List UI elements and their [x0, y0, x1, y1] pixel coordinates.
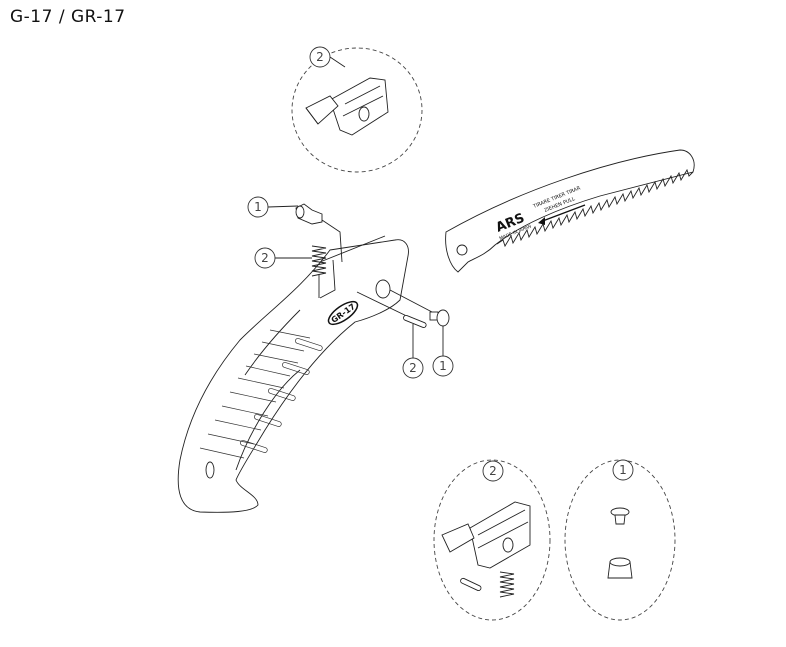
saw-blade: ARS TIRARE TIRER TIRAR ZIEHEN PULL MADE … — [445, 149, 695, 273]
callout-detail-right: 1 — [612, 459, 634, 481]
svg-text:2: 2 — [489, 464, 497, 478]
svg-text:1: 1 — [254, 200, 262, 214]
svg-text:2: 2 — [261, 251, 269, 265]
callout-spring: 2 — [254, 247, 276, 269]
handle: GR-17 — [177, 235, 409, 513]
callout-detail-left: 2 — [482, 460, 504, 482]
callout-bolt: 1 — [247, 196, 269, 218]
svg-text:1: 1 — [619, 463, 627, 477]
bolt-part: 1 — [247, 196, 343, 263]
lever-icon — [305, 95, 339, 125]
svg-text:1: 1 — [439, 359, 447, 373]
svg-text:2: 2 — [409, 361, 417, 375]
page-title: G-17 / GR-17 — [10, 7, 126, 27]
callout-top-detail: 2 — [309, 46, 331, 68]
pull-arrow-icon — [539, 204, 586, 223]
callout-pin: 2 — [402, 357, 424, 379]
top-detail-view: 2 — [291, 46, 423, 173]
detail-view-right: 1 — [564, 459, 676, 621]
pin-part: 2 — [356, 291, 427, 379]
detail-view-left: 2 — [433, 459, 551, 621]
callout-screw: 1 — [432, 355, 454, 377]
spring-part: 2 — [254, 245, 327, 298]
svg-text:2: 2 — [316, 50, 324, 64]
screw-part: 1 — [389, 289, 454, 377]
